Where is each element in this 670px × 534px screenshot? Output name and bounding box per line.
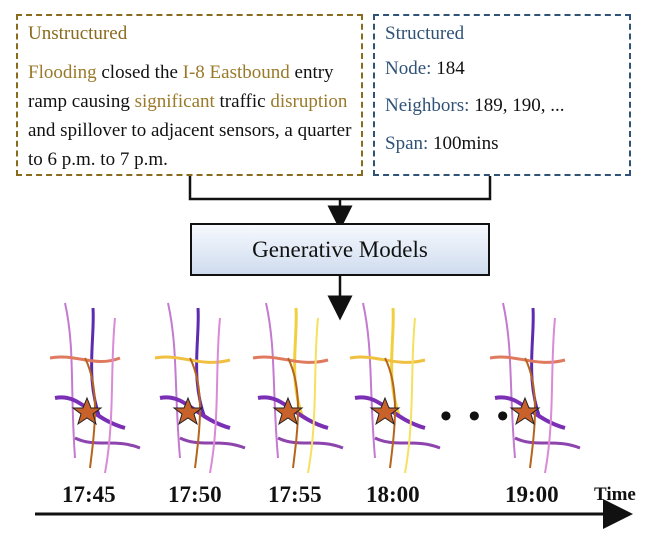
structured-box: Structured Node: 184 Neighbors: 189, 190… <box>373 14 631 176</box>
unstructured-box: Unstructured Flooding closed the I-8 Eas… <box>16 14 363 176</box>
time-label: 17:50 <box>168 482 222 507</box>
time-label: 17:55 <box>268 482 322 507</box>
neighbors-value: 189, 190, ... <box>469 95 565 116</box>
neighbors-line: Neighbors: 189, 190, ... <box>385 95 564 117</box>
unstructured-title: Unstructured <box>28 23 128 44</box>
text-segment: I-8 Eastbound <box>182 62 290 83</box>
merge-connector <box>188 176 492 201</box>
traffic-map-5 <box>489 302 581 474</box>
structured-title: Structured <box>385 23 465 44</box>
time-label: 17:45 <box>62 482 116 507</box>
time-label: 18:00 <box>366 482 420 507</box>
text-segment: traffic <box>214 91 271 112</box>
traffic-map-1 <box>49 302 141 474</box>
text-segment: entry ramp causing <box>28 62 334 112</box>
unstructured-text: Flooding closed the I-8 Eastbound entry … <box>28 58 358 174</box>
span-value: 100mins <box>428 133 499 154</box>
text-segment: and spillover to adjacent sensors, a qua… <box>28 120 352 170</box>
time-label: 19:00 <box>505 482 559 507</box>
text-segment: significant <box>134 91 215 112</box>
node-line: Node: 184 <box>385 58 465 80</box>
node-value: 184 <box>431 58 465 79</box>
text-segment: closed the <box>96 62 183 83</box>
text-segment: Flooding <box>28 62 97 83</box>
text-segment: disruption <box>270 91 348 112</box>
span-key: Span: <box>385 133 429 154</box>
node-key: Node: <box>385 58 432 79</box>
span-line: Span: 100mins <box>385 133 498 155</box>
traffic-map-2 <box>154 302 246 474</box>
traffic-map-3 <box>252 302 344 474</box>
generative-models-label: Generative Models <box>252 236 428 262</box>
time-axis-label: Time <box>594 484 636 505</box>
traffic-map-4 <box>349 302 441 474</box>
generative-models-box: Generative Models <box>190 223 490 276</box>
neighbors-key: Neighbors: <box>385 95 470 116</box>
ellipsis: • • • <box>440 398 513 435</box>
